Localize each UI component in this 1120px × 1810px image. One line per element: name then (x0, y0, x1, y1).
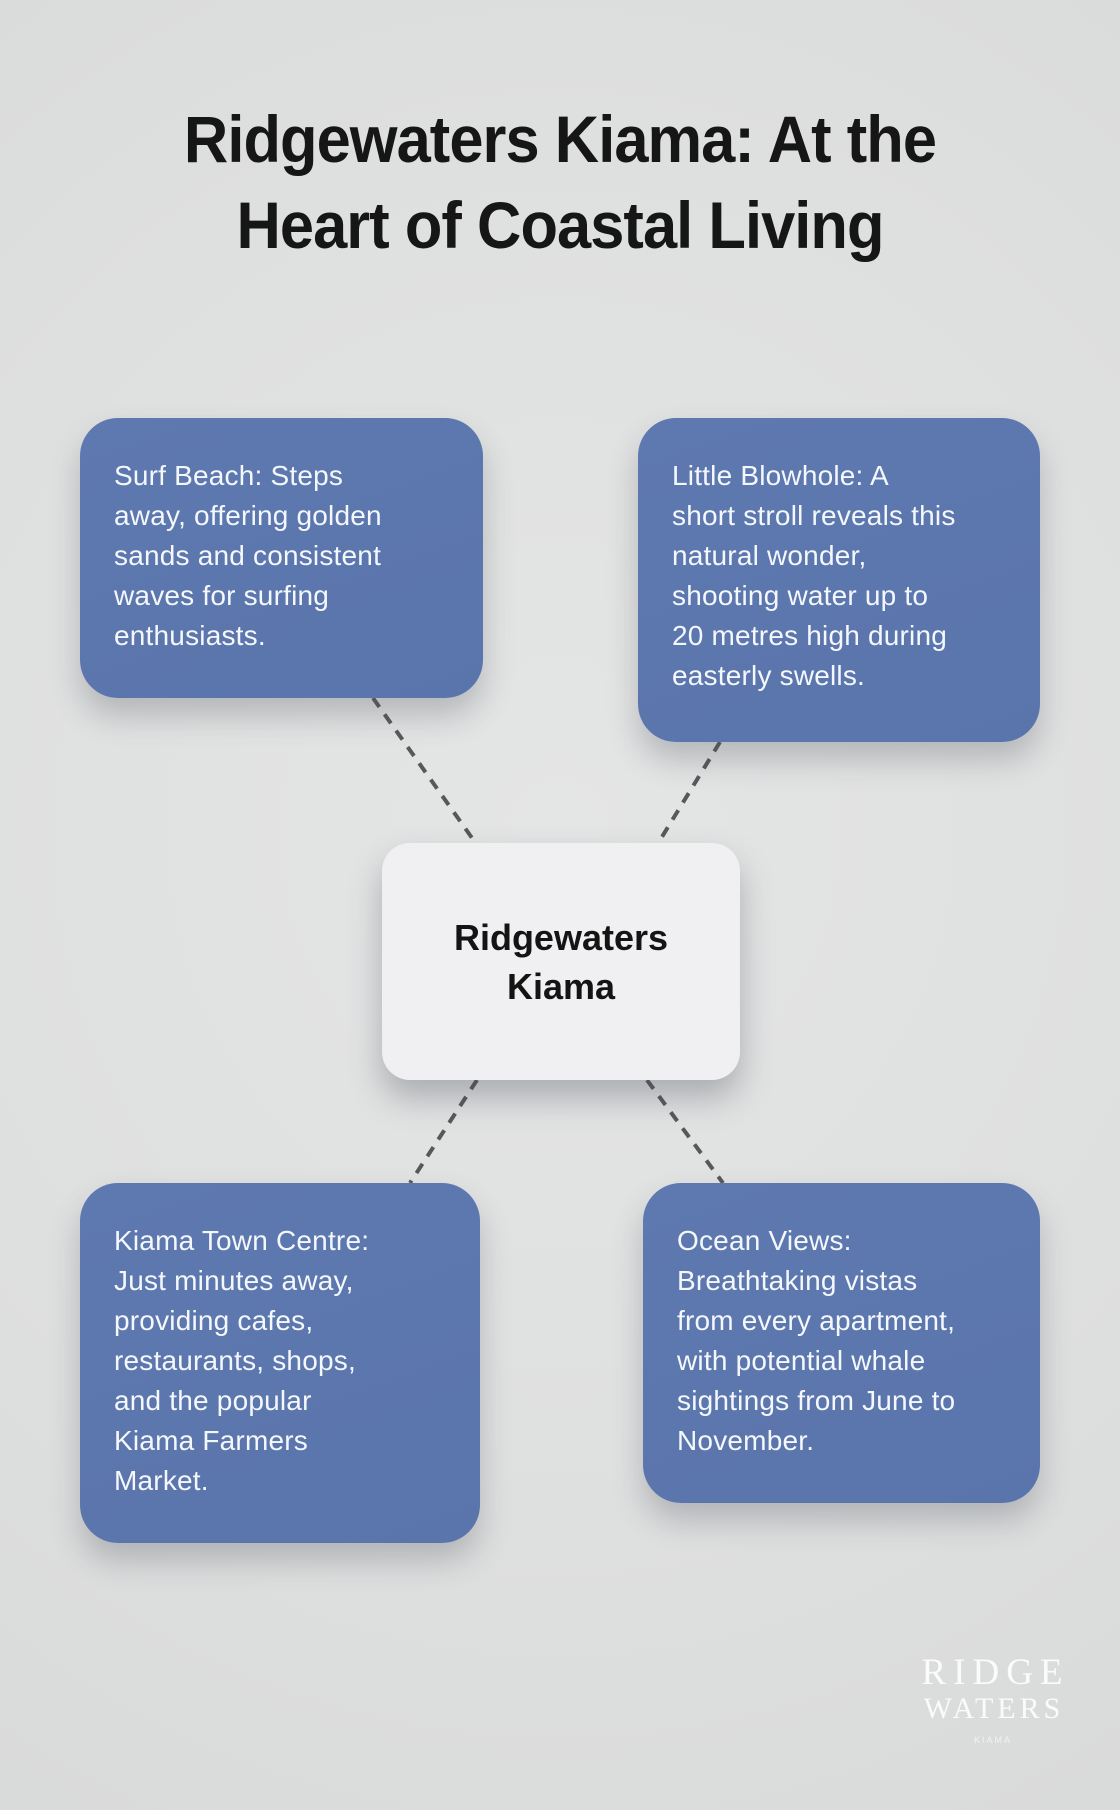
connector-top-left (371, 696, 479, 847)
page-title: Ridgewaters Kiama: At the Heart of Coast… (183, 102, 937, 262)
node-kiama-town-centre: Kiama Town Centre: Just minutes away, pr… (80, 1183, 480, 1543)
logo-ridge: RIDGE (921, 1652, 1070, 1693)
node-text: Kiama Town Centre: Just minutes away, pr… (114, 1225, 370, 1496)
ridgewaters-brand-logo: RIDGE WATERS KIAMA (880, 1654, 1104, 1746)
logo-kiama: KIAMA (973, 1735, 1012, 1745)
node-surf-beach: Surf Beach: Steps away, offering golden … (80, 418, 483, 698)
connector-bottom-right (645, 1078, 725, 1185)
node-text: Little Blowhole: A short stroll reveals … (672, 460, 956, 691)
node-text: Surf Beach: Steps away, offering golden … (114, 460, 382, 651)
logo-waters: WATERS (923, 1692, 1065, 1725)
center-node: Ridgewaters Kiama (382, 843, 740, 1080)
connector-top-right (655, 740, 722, 847)
node-text: Ocean Views: Breathtaking vistas from ev… (677, 1225, 956, 1456)
connector-bottom-left (408, 1078, 479, 1185)
center-node-label: Ridgewaters Kiama (453, 916, 669, 1007)
node-ocean-views: Ocean Views: Breathtaking vistas from ev… (643, 1183, 1040, 1503)
node-little-blowhole: Little Blowhole: A short stroll reveals … (638, 418, 1040, 742)
